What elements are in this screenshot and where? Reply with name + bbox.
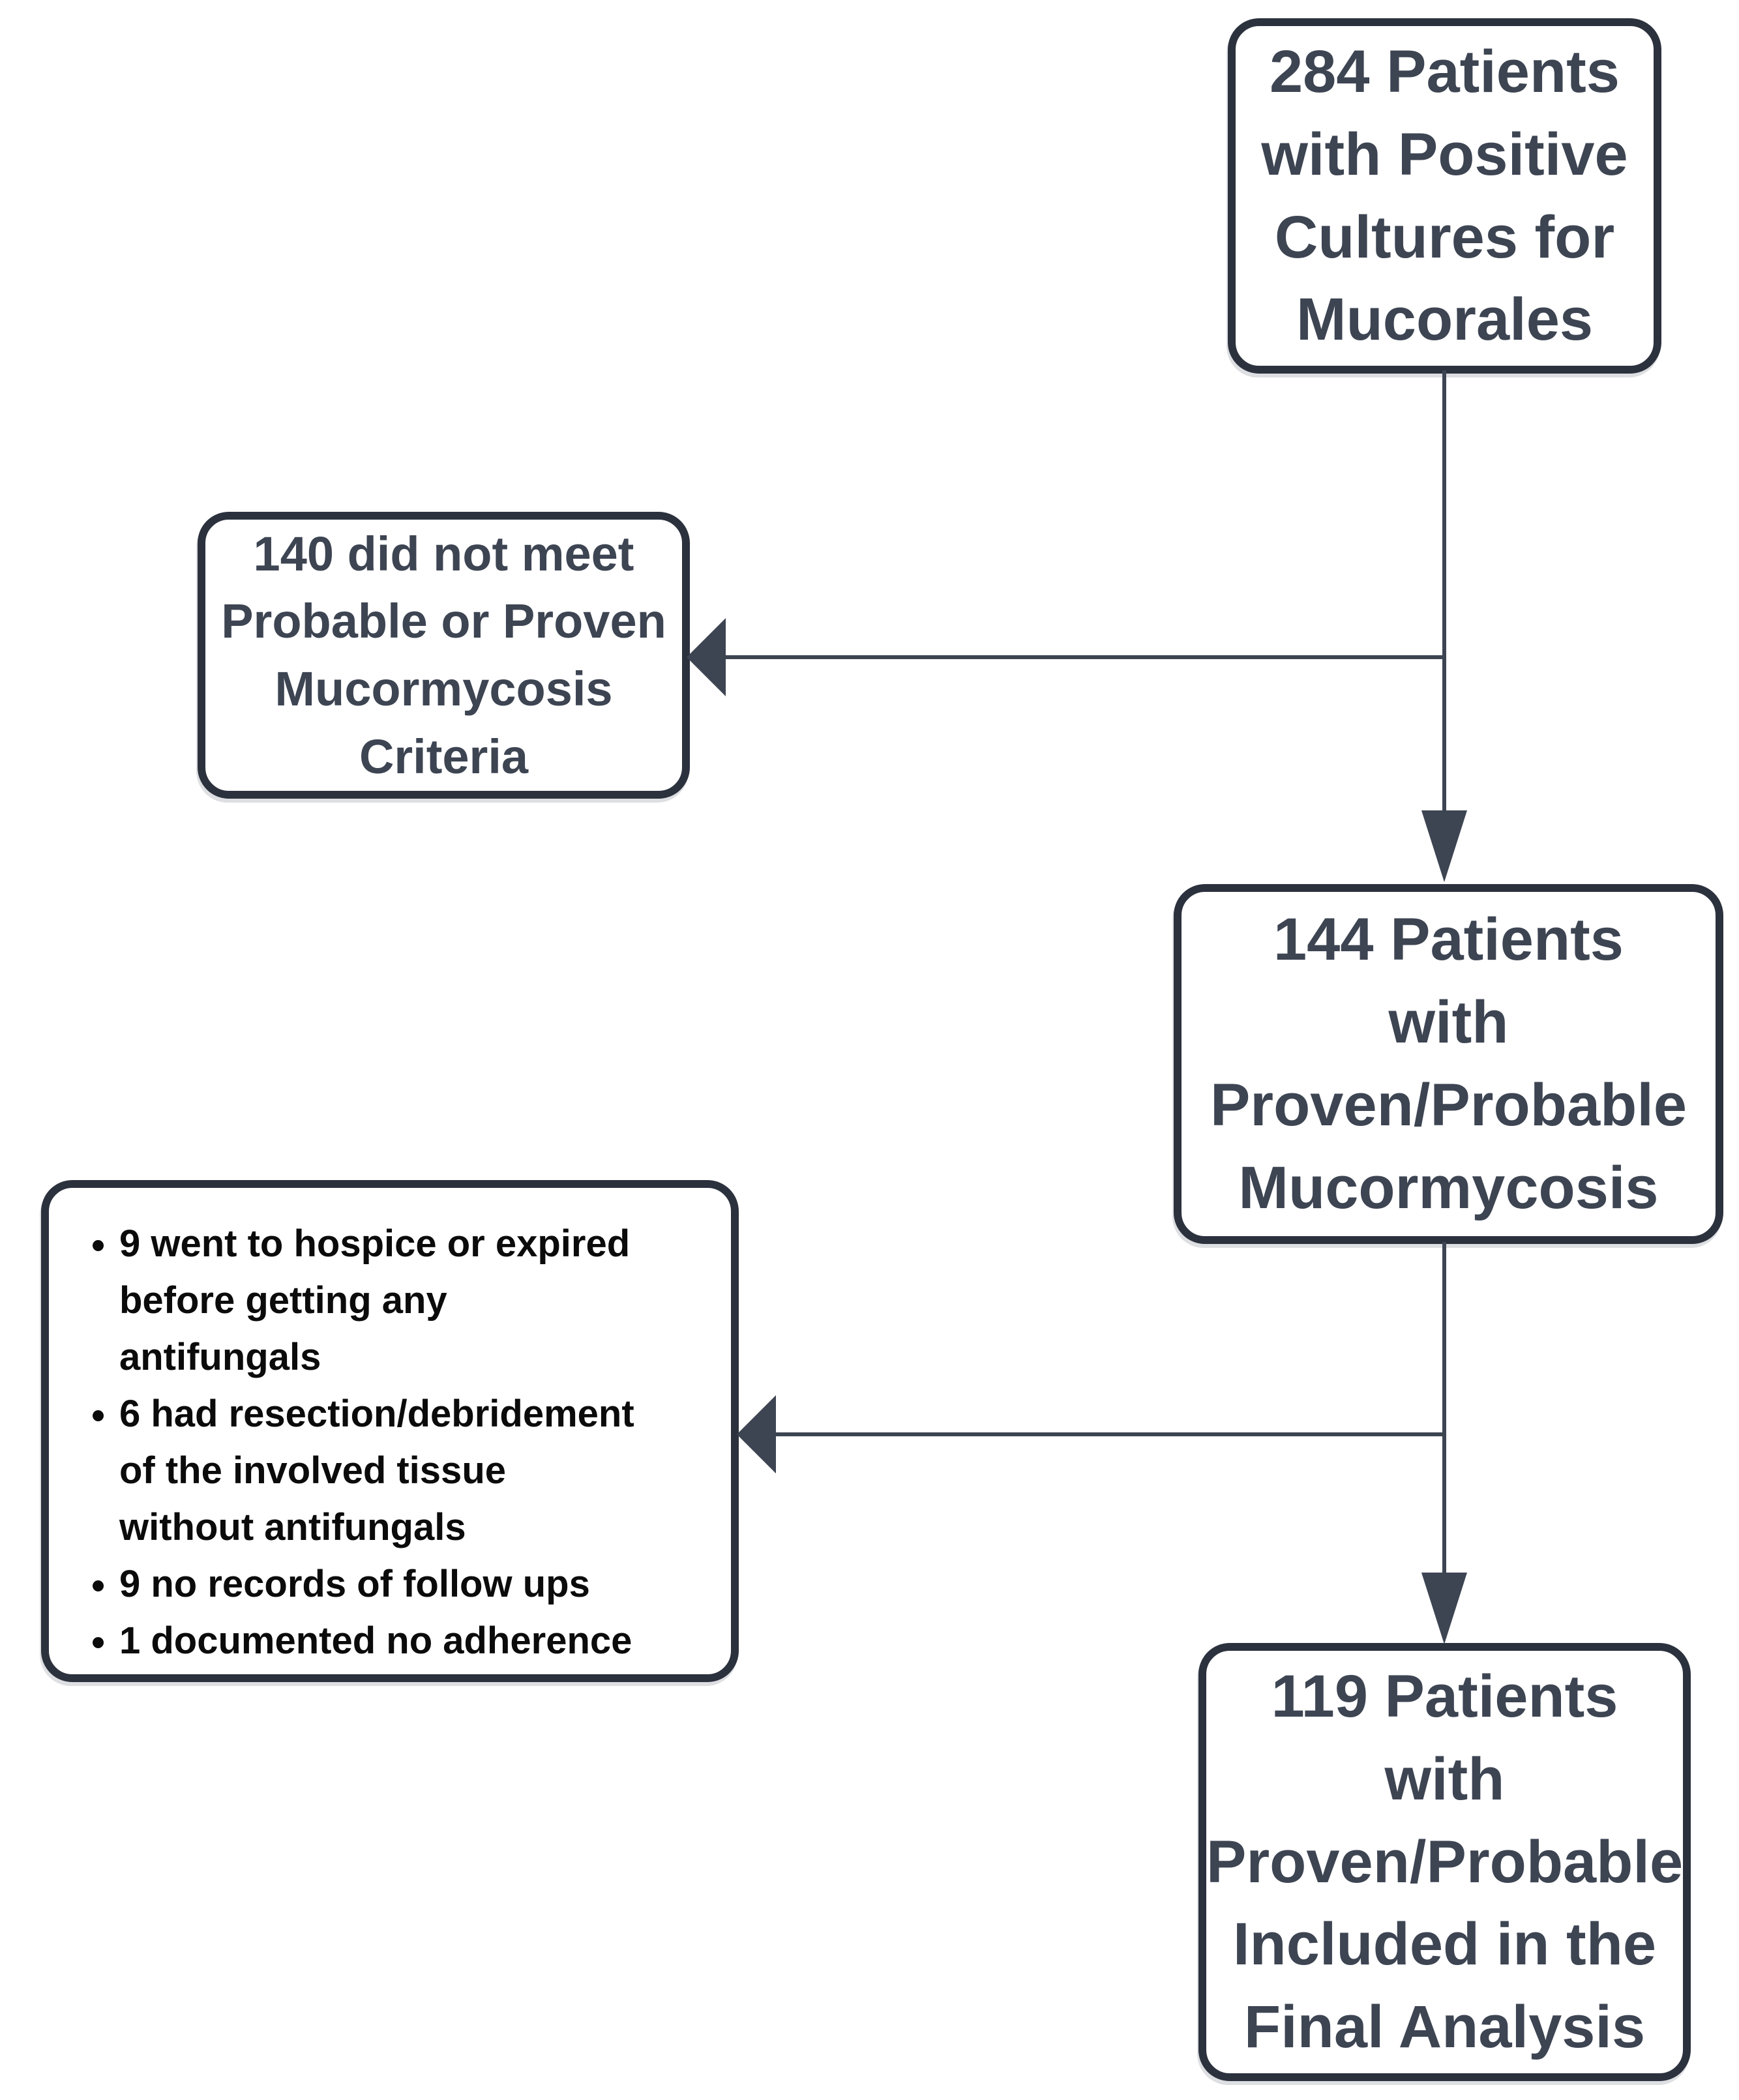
exclusion-list: 9 went to hospice or expired before gett… [49,1215,634,1669]
exclusion-item: 9 no records of follow ups [119,1556,634,1612]
connector-vertical-top [1442,370,1446,815]
left-arrowhead-bottom-icon [737,1395,776,1473]
box-proven-probable-label: 144 Patients with Proven/Probable Mucorm… [1210,906,1687,1221]
box-proven-probable: 144 Patients with Proven/Probable Mucorm… [1174,884,1723,1244]
connector-horizontal-top [724,655,1445,659]
box-positive-cultures: 284 Patients with Positive Cultures for … [1228,18,1661,374]
exclusion-item: 6 had resection/debridement of the invol… [119,1385,634,1556]
box-not-meeting-criteria-label: 140 did not meet Probable or Proven Muco… [221,526,666,784]
connector-horizontal-bottom [775,1432,1446,1436]
exclusion-item: 9 went to hospice or expired before gett… [119,1215,634,1385]
down-arrowhead-top-icon [1421,810,1467,882]
connector-vertical-bottom [1442,1242,1446,1575]
box-not-meeting-criteria: 140 did not meet Probable or Proven Muco… [198,512,690,799]
down-arrowhead-bottom-icon [1421,1573,1467,1644]
box-final-analysis-label: 119 Patients with Proven/Probable Includ… [1206,1663,1684,2061]
box-exclusions: 9 went to hospice or expired before gett… [41,1180,739,1682]
exclusion-item: 1 documented no adherence [119,1612,634,1669]
left-arrowhead-top-icon [687,618,726,696]
box-positive-cultures-label: 284 Patients with Positive Cultures for … [1261,38,1628,353]
box-final-analysis: 119 Patients with Proven/Probable Includ… [1198,1643,1691,2081]
